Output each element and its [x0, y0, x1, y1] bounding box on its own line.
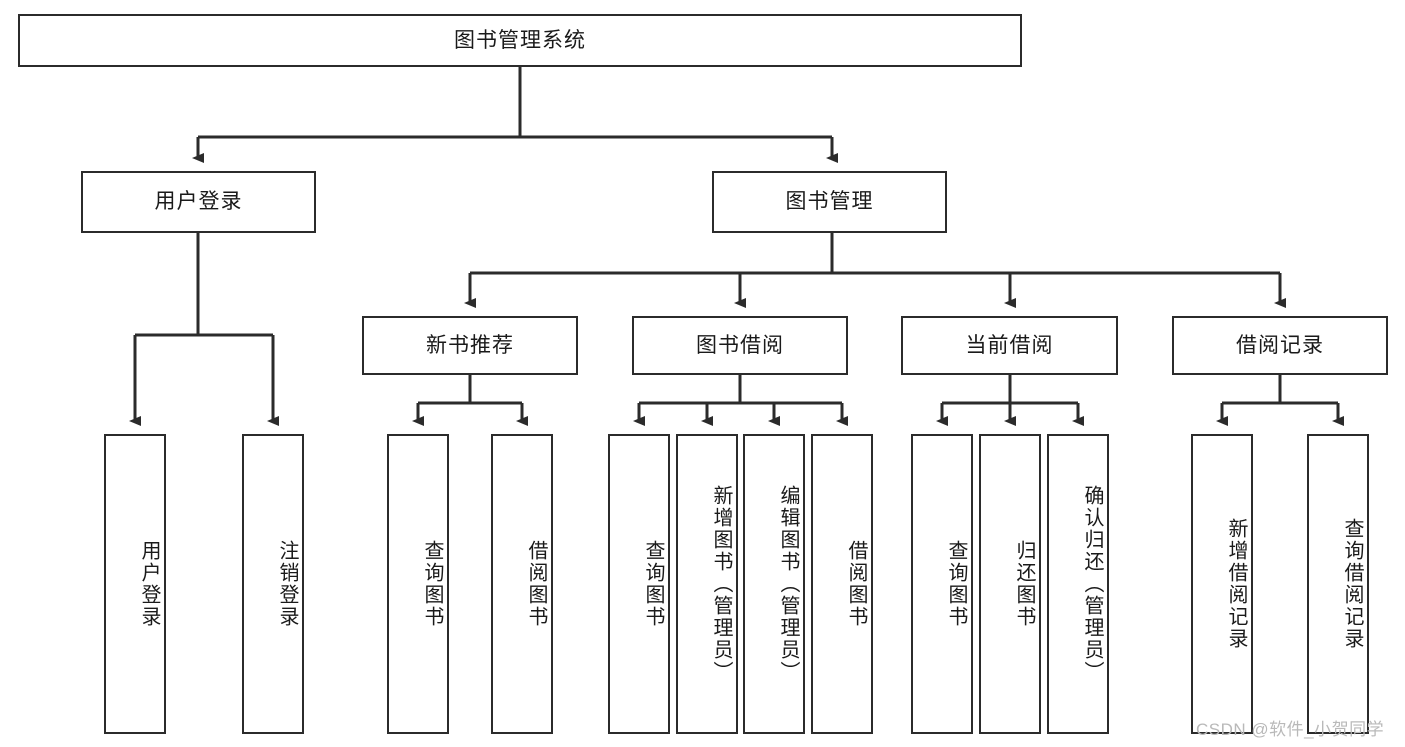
leaf-add-record[interactable]: 新增借阅记录: [1191, 434, 1253, 734]
leaf-query-book-2-label: 查询图书: [642, 540, 664, 628]
leaf-query-book-2[interactable]: 查询图书: [608, 434, 670, 734]
leaf-user-login[interactable]: 用户登录: [104, 434, 166, 734]
leaf-query-book-3-label: 查询图书: [945, 540, 967, 628]
leaf-query-record-label: 查询借阅记录: [1341, 518, 1363, 650]
leaf-query-book-3[interactable]: 查询图书: [911, 434, 973, 734]
leaf-logout-login[interactable]: 注销登录: [242, 434, 304, 734]
node-user-login[interactable]: 用户登录: [81, 171, 316, 233]
leaf-logout-login-label: 注销登录: [276, 540, 298, 628]
node-book-manage-label: 图书管理: [785, 190, 874, 214]
leaf-return-book-label: 归还图书: [1013, 540, 1035, 628]
leaf-query-record[interactable]: 查询借阅记录: [1307, 434, 1369, 734]
leaf-borrow-book-1[interactable]: 借阅图书: [491, 434, 553, 734]
node-user-login-label: 用户登录: [154, 190, 243, 214]
node-borrow-record-label: 借阅记录: [1236, 333, 1324, 357]
node-new-book-rec-label: 新书推荐: [426, 333, 514, 357]
node-root[interactable]: 图书管理系统: [18, 14, 1022, 67]
node-book-manage[interactable]: 图书管理: [712, 171, 947, 233]
leaf-add-book[interactable]: 新增图书（管理员）: [676, 434, 738, 734]
leaf-edit-book-label: 编辑图书（管理员）: [777, 485, 799, 683]
leaf-add-record-label: 新增借阅记录: [1225, 518, 1247, 650]
leaf-return-book[interactable]: 归还图书: [979, 434, 1041, 734]
node-current-borrow-label: 当前借阅: [965, 333, 1054, 357]
leaf-add-book-label: 新增图书（管理员）: [710, 485, 732, 683]
node-book-borrow-label: 图书借阅: [696, 333, 784, 357]
leaf-borrow-book-2[interactable]: 借阅图书: [811, 434, 873, 734]
leaf-confirm-return[interactable]: 确认归还（管理员）: [1047, 434, 1109, 734]
leaf-borrow-book-2-label: 借阅图书: [845, 540, 867, 628]
node-borrow-record[interactable]: 借阅记录: [1172, 316, 1388, 375]
leaf-user-login-label: 用户登录: [138, 540, 160, 628]
leaf-query-book-1-label: 查询图书: [421, 540, 443, 628]
leaf-edit-book[interactable]: 编辑图书（管理员）: [743, 434, 805, 734]
watermark: CSDN @软件_小贺同学: [1196, 720, 1385, 739]
node-new-book-rec[interactable]: 新书推荐: [362, 316, 578, 375]
leaf-borrow-book-1-label: 借阅图书: [525, 540, 547, 628]
node-root-label: 图书管理系统: [454, 28, 586, 52]
leaf-query-book-1[interactable]: 查询图书: [387, 434, 449, 734]
leaf-confirm-return-label: 确认归还（管理员）: [1081, 485, 1103, 683]
node-book-borrow[interactable]: 图书借阅: [632, 316, 848, 375]
node-current-borrow[interactable]: 当前借阅: [901, 316, 1118, 375]
